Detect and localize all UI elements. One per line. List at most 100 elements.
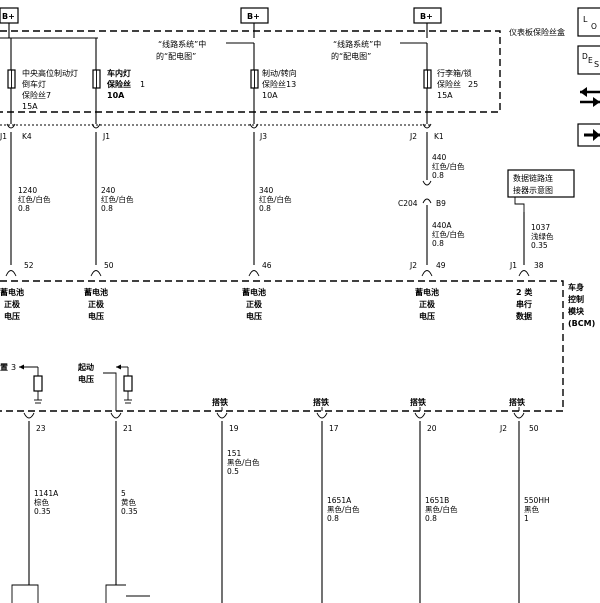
svg-text:起动: 起动: [77, 362, 94, 372]
bcm-pin-50: 50: [90, 261, 114, 277]
lower-pin-50: 50: [529, 424, 539, 433]
svg-text:B+: B+: [247, 12, 260, 21]
svg-text:黑色: 黑色: [524, 504, 539, 514]
svg-text:15A: 15A: [437, 91, 453, 100]
svg-text:控制: 控制: [568, 294, 584, 304]
svg-text:电压: 电压: [419, 311, 435, 321]
inline-connector-c204: C204 B9: [398, 180, 446, 208]
svg-text:38: 38: [534, 261, 544, 270]
upper-pin-3: J3: [259, 132, 267, 141]
bplus-box-2: B+: [240, 7, 269, 24]
svg-text:(BCM): (BCM): [568, 319, 595, 328]
fuse-symbol-1: [7, 69, 16, 89]
svg-text:B+: B+: [420, 12, 433, 21]
svg-text:正极: 正极: [88, 299, 104, 309]
legend-box-1: L O: [577, 7, 600, 37]
svg-text:“线路系统”中: “线路系统”中: [158, 39, 206, 49]
wire-label-1651b: 1651B 黑色/白色 0.8: [425, 496, 458, 523]
svg-text:1651B: 1651B: [425, 496, 449, 505]
svg-text:0.5: 0.5: [227, 467, 239, 476]
svg-text:L: L: [583, 15, 588, 24]
fuse-label-4: 行李箱/锁 保险丝 25 15A: [437, 68, 478, 100]
lower-pin-20: 20: [427, 424, 437, 433]
svg-text:的“配电图”: 的“配电图”: [331, 51, 371, 61]
svg-text:5: 5: [121, 489, 126, 498]
svg-text:电压: 电压: [246, 311, 262, 321]
svg-text:串行: 串行: [516, 299, 532, 309]
svg-text:B+: B+: [2, 12, 15, 21]
svg-text:440: 440: [432, 153, 447, 162]
svg-text:240: 240: [101, 186, 116, 195]
bplus-box-3: B+: [413, 7, 442, 24]
bcm-pin-52: 52: [5, 261, 34, 277]
upper-pin-4: K1: [434, 132, 444, 141]
upper-conn-1: J1: [0, 132, 7, 141]
svg-text:红色/白色: 红色/白色: [432, 229, 465, 239]
svg-text:正极: 正极: [4, 299, 20, 309]
svg-text:电压: 电压: [88, 311, 104, 321]
svg-text:行李箱/锁: 行李箱/锁: [437, 68, 472, 78]
wire-label-340: 340 红色/白色 0.8: [259, 186, 292, 213]
svg-text:红色/白色: 红色/白色: [432, 161, 465, 171]
svg-text:0.8: 0.8: [432, 239, 444, 248]
svg-text:模块: 模块: [568, 306, 585, 316]
svg-text:2 类: 2 类: [516, 287, 532, 297]
wire-label-440a: 440A 红色/白色 0.8: [432, 221, 465, 248]
wire-label-440: 440 红色/白色 0.8: [432, 153, 465, 180]
svg-text:1141A: 1141A: [34, 489, 59, 498]
svg-text:151: 151: [227, 449, 242, 458]
upper-pin-1: K4: [22, 132, 32, 141]
svg-text:正极: 正极: [419, 299, 435, 309]
fuse-symbol-2: [92, 69, 101, 89]
bplus-box-1: B+: [0, 7, 19, 24]
bcm-label: 车身 控制 模块 (BCM): [568, 282, 595, 328]
bcm-pin-49: J2 49: [409, 261, 446, 277]
svg-text:550HH: 550HH: [524, 496, 550, 505]
svg-text:电压: 电压: [4, 311, 20, 321]
data-link-connector-box: 数据链路连 接器示意图: [507, 169, 575, 198]
svg-text:车身: 车身: [568, 282, 584, 292]
ip-fuse-block-outline: [0, 30, 501, 113]
start-voltage-label: 起动 电压: [77, 362, 94, 384]
bcm-internal-cut-label: 置 3: [0, 362, 43, 404]
connector-arc-4: [422, 123, 432, 129]
svg-text:保险丝13: 保险丝13: [262, 79, 296, 89]
svg-text:保险丝7: 保险丝7: [22, 90, 51, 100]
svg-text:中央高位制动灯: 中央高位制动灯: [22, 68, 78, 78]
svg-text:10A: 10A: [262, 91, 278, 100]
svg-text:J2: J2: [409, 261, 417, 270]
svg-text:车内灯: 车内灯: [107, 68, 131, 78]
svg-text:黑色/白色: 黑色/白色: [327, 504, 360, 514]
lower-pin-arc-23: [23, 412, 35, 419]
wire-label-1037: 1037 浅绿色 0.35: [531, 223, 554, 250]
svg-text:340: 340: [259, 186, 274, 195]
svg-text:正极: 正极: [246, 299, 262, 309]
svg-text:0.8: 0.8: [18, 204, 30, 213]
connector-arc-3: [249, 123, 259, 129]
lower-conn-50: J2: [499, 424, 507, 433]
svg-text:蓄电池: 蓄电池: [0, 287, 24, 297]
lower-pin-19: 19: [229, 424, 239, 433]
svg-text:浅绿色: 浅绿色: [531, 231, 554, 241]
fuse-label-3: 制动/转向 保险丝13 10A: [262, 68, 297, 100]
lower-pin-21: 21: [123, 424, 133, 433]
svg-text:1651A: 1651A: [327, 496, 352, 505]
connector-arc-1: [6, 123, 16, 129]
svg-text:保险丝: 保险丝: [437, 79, 461, 89]
svg-text:制动/转向: 制动/转向: [262, 68, 297, 78]
svg-text:0.35: 0.35: [531, 241, 548, 250]
svg-text:25: 25: [468, 80, 478, 89]
ground-label-2: 搭铁: [313, 397, 329, 407]
svg-text:52: 52: [24, 261, 34, 270]
svg-text:1: 1: [524, 514, 529, 523]
wire-label-550hh: 550HH 黑色 1: [524, 496, 550, 523]
svg-text:46: 46: [262, 261, 272, 270]
upper-pin-2: J1: [102, 132, 110, 141]
bcm-outline: [0, 280, 564, 412]
svg-text:0.8: 0.8: [101, 204, 113, 213]
fuse-symbol-3: [250, 69, 259, 89]
svg-text:0.8: 0.8: [327, 514, 339, 523]
svg-text:蓄电池: 蓄电池: [84, 287, 108, 297]
legend-box-2: D E S: [577, 45, 600, 75]
svg-text:49: 49: [436, 261, 446, 270]
